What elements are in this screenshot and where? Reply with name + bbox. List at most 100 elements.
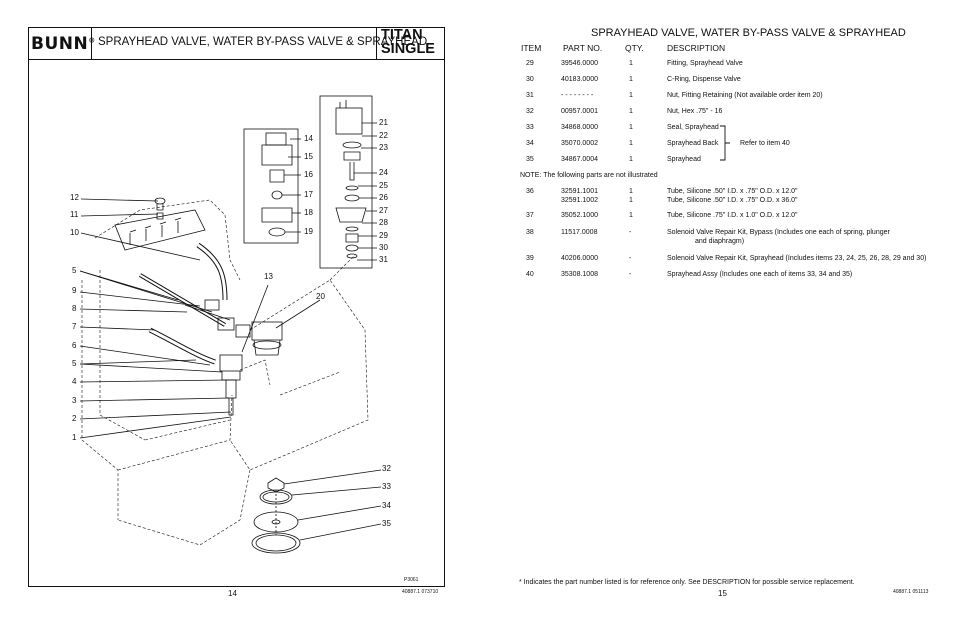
callout-24: 24 <box>379 168 388 177</box>
figure-code: P3061 <box>404 577 419 583</box>
callout-25: 25 <box>379 181 388 190</box>
row-part: 40206.0000 <box>561 255 598 262</box>
callout-31: 31 <box>379 255 388 264</box>
row-qty: 1 <box>629 197 633 204</box>
row-part: 39546.0000 <box>561 60 598 67</box>
callout-30: 30 <box>379 243 388 252</box>
callout-28: 28 <box>379 218 388 227</box>
callout-9: 9 <box>72 286 77 295</box>
row-item: 40 <box>526 271 534 278</box>
callout-5b: 5 <box>72 359 77 368</box>
row-item: 31 <box>526 92 534 99</box>
row-item: 34 <box>526 140 534 147</box>
right-page-number: 15 <box>718 589 727 598</box>
row-qty: 1 <box>629 124 633 131</box>
row-desc-continued: and diaphragm) <box>695 238 745 245</box>
callout-2: 2 <box>72 414 77 423</box>
callout-21: 21 <box>379 118 388 127</box>
callout-22: 22 <box>379 131 388 140</box>
callout-8: 8 <box>72 304 77 313</box>
row-item: 32 <box>526 108 534 115</box>
row-desc: Solenoid Valve Repair Kit, Sprayhead (In… <box>667 255 927 262</box>
row-part: 00957.0001 <box>561 108 598 115</box>
callout-29: 29 <box>379 231 388 240</box>
row-qty: 1 <box>629 92 633 99</box>
row-desc: Sprayhead Back <box>667 140 719 147</box>
row-desc: Fitting, Sprayhead Valve <box>667 60 743 67</box>
row-part: 34868.0000 <box>561 124 598 131</box>
bunn-logo: BUNN® <box>31 34 96 54</box>
col-header-item: ITEM <box>521 43 542 53</box>
row-qty: - <box>629 255 632 262</box>
left-page-frame <box>28 27 445 587</box>
header-divider-left <box>91 27 92 59</box>
callout-26: 26 <box>379 193 388 202</box>
right-doc-code: 40887.1 051113 <box>893 589 929 595</box>
row-qty: 1 <box>629 108 633 115</box>
row-part: 35052.1000 <box>561 212 598 219</box>
callout-35: 35 <box>382 519 391 528</box>
left-page-number: 14 <box>228 589 237 598</box>
callout-10: 10 <box>70 228 79 237</box>
row-qty: - <box>629 229 632 236</box>
row-qty: 1 <box>629 188 633 195</box>
callout-34: 34 <box>382 501 391 510</box>
row-part: 35070.0002 <box>561 140 598 147</box>
callout-18: 18 <box>304 208 313 217</box>
callout-14: 14 <box>304 134 313 143</box>
callout-20: 20 <box>316 292 325 301</box>
row-qty: - <box>629 271 632 278</box>
callout-6: 6 <box>72 341 77 350</box>
row-desc: Nut, Hex .75" - 16 <box>667 108 723 115</box>
callout-17: 17 <box>304 190 313 199</box>
row-item: 30 <box>526 76 534 83</box>
row-qty: 1 <box>629 212 633 219</box>
row-part: 32591.1002 <box>561 197 598 204</box>
row-qty: 1 <box>629 156 633 163</box>
row-part: - - - - - - - - <box>561 92 594 99</box>
callout-16: 16 <box>304 170 313 179</box>
callout-19: 19 <box>304 227 313 236</box>
callout-3: 3 <box>72 396 77 405</box>
left-page-title: SPRAYHEAD VALVE, WATER BY-PASS VALVE & S… <box>98 36 428 48</box>
callout-27: 27 <box>379 206 388 215</box>
row-desc: Sprayhead Assy (Includes one each of ite… <box>667 271 853 278</box>
row-qty: 1 <box>629 76 633 83</box>
note-not-illustrated: NOTE: The following parts are not illust… <box>520 172 658 179</box>
row-part: 40183.0000 <box>561 76 598 83</box>
col-header-desc: DESCRIPTION <box>667 43 726 53</box>
row-item: 37 <box>526 212 534 219</box>
callout-4: 4 <box>72 377 77 386</box>
row-part: 35308.1008 <box>561 271 598 278</box>
exploded-parts-diagram <box>79 95 382 554</box>
row-item: 33 <box>526 124 534 131</box>
row-desc: Nut, Fitting Retaining (Not available or… <box>667 92 823 99</box>
row-item: 36 <box>526 188 534 195</box>
row-qty: 1 <box>629 140 633 147</box>
left-doc-code: 40887.1 073710 <box>402 589 439 595</box>
row-part: 32591.1001 <box>561 188 598 195</box>
row-desc: Tube, Silicone .75" I.D. x 1.0" O.D. x 1… <box>667 212 798 219</box>
callout-5a: 5 <box>72 266 77 275</box>
callout-7: 7 <box>72 322 77 331</box>
callout-15: 15 <box>304 152 313 161</box>
model-title: TITAN SINGLE <box>381 27 435 57</box>
row-item: 29 <box>526 60 534 67</box>
callout-11: 11 <box>70 210 79 219</box>
row-desc: Solenoid Valve Repair Kit, Bypass (Inclu… <box>667 229 890 236</box>
row-desc: C-Ring, Dispense Valve <box>667 76 741 83</box>
col-header-part: PART NO. <box>563 43 603 53</box>
row-desc: Tube, Silicone .50" I.D. x .75" O.D. x 3… <box>667 197 798 204</box>
callout-12: 12 <box>70 193 79 202</box>
row-part: 11517.0008 <box>561 229 598 236</box>
row-item: 38 <box>526 229 534 236</box>
bracket-note: Refer to item 40 <box>740 140 790 147</box>
row-qty: 1 <box>629 60 633 67</box>
row-desc: Sprayhead <box>667 156 701 163</box>
header-divider-right <box>376 27 377 59</box>
callout-1: 1 <box>72 433 77 442</box>
group-bracket <box>720 125 730 161</box>
row-item: 39 <box>526 255 534 262</box>
callout-13: 13 <box>264 272 273 281</box>
row-item: 35 <box>526 156 534 163</box>
